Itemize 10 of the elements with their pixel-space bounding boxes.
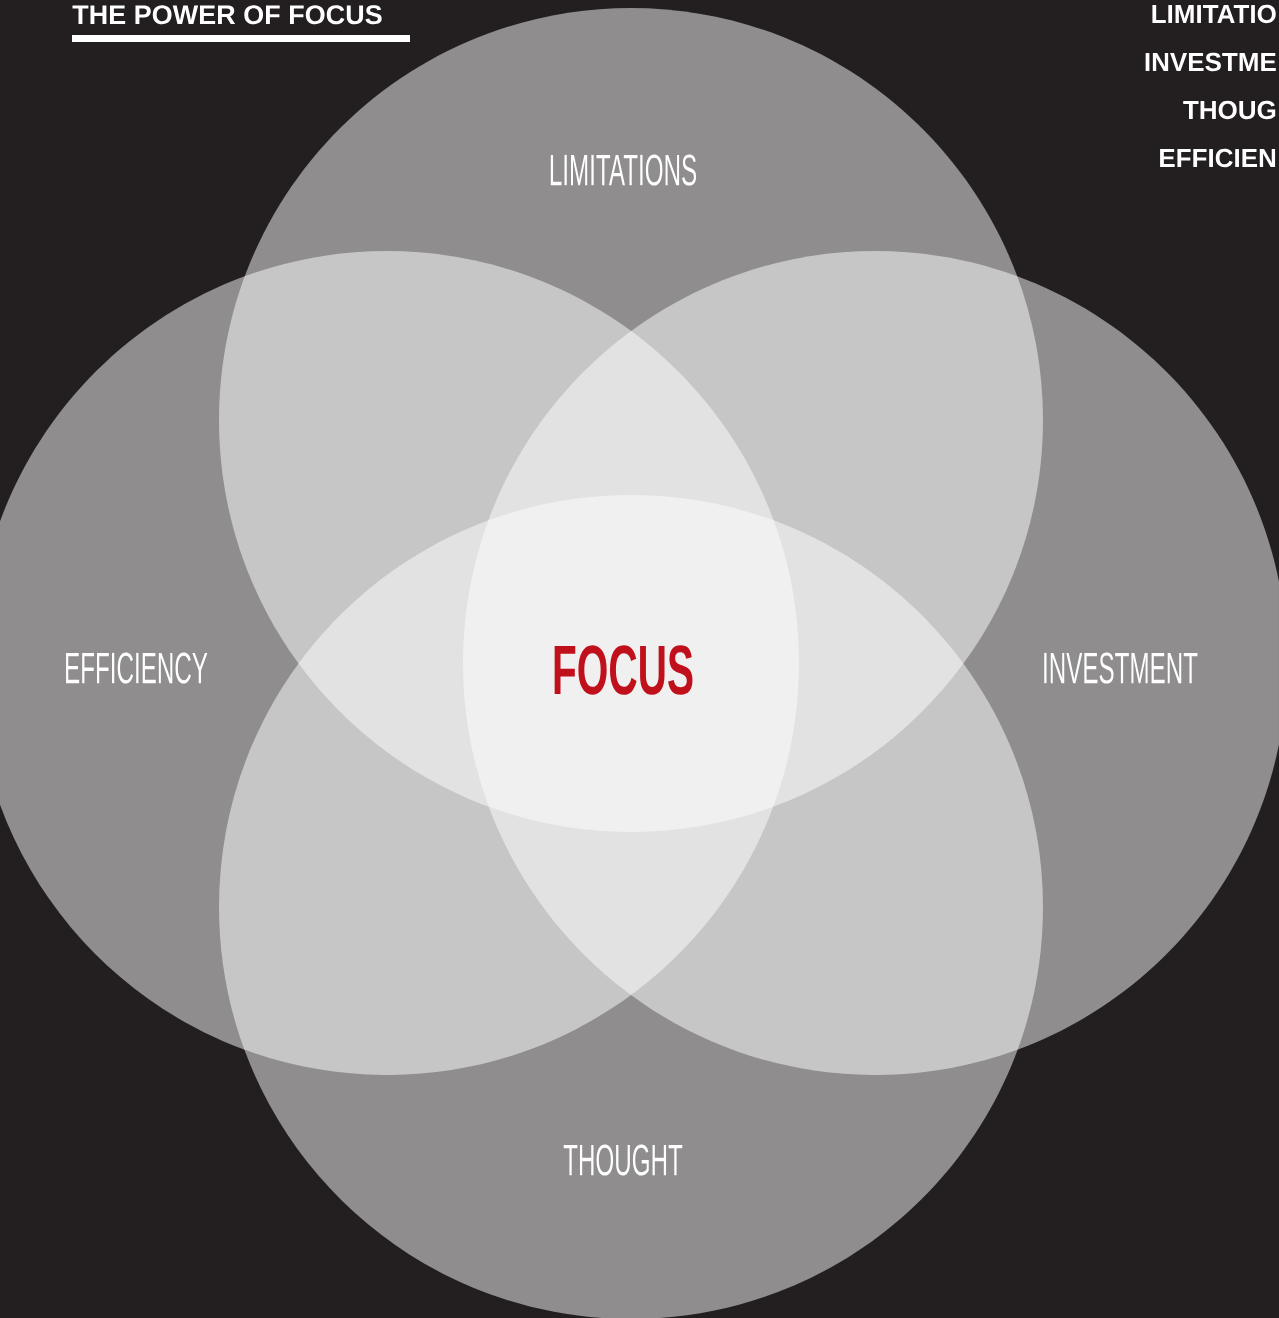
side-label: THOUG [1183, 100, 1276, 120]
circle-label: INVESTMENT [1044, 652, 1198, 684]
circle-label: EFFICIENCY [66, 652, 208, 684]
circle-label: LIMITATIONS [550, 154, 697, 186]
side-label: EFFICIEN [1160, 148, 1276, 168]
side-label: LIMITATIO [1152, 4, 1276, 24]
circle-label: THOUGHT [563, 1144, 683, 1176]
center-label: FOCUS [554, 645, 693, 695]
title: THE POWER OF FOCUS [72, 5, 382, 25]
side-label: INVESTME [1145, 52, 1276, 72]
